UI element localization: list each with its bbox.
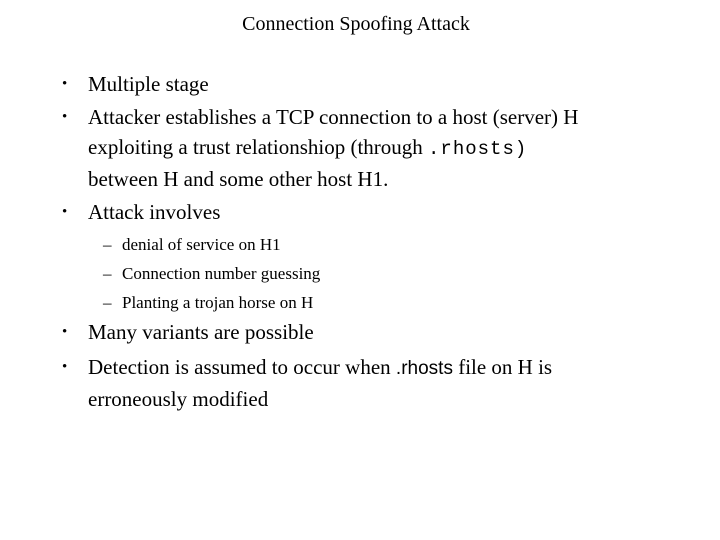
bullet-text-run: Detection is assumed to occur when (88, 355, 396, 379)
rhosts-code-run: .rhosts) (428, 138, 528, 160)
bullet-text-run: between H and some other host H1. (88, 167, 389, 191)
slide-body: • Multiple stage • Attacker establishes … (0, 69, 700, 417)
bullet-text: Detection is assumed to occur when .rhos… (88, 352, 700, 414)
sub-bullet-item-denial-of-service: – denial of service on H1 (0, 230, 700, 259)
rhosts-sans-run: .rhosts (395, 358, 453, 379)
bullet-text-run: exploiting a trust relationshiop (throug… (88, 135, 429, 159)
bullet-text-run: Attack involves (88, 200, 221, 224)
sub-bullet-list: – denial of service on H1 – Connection n… (0, 230, 700, 317)
sub-bullet-text: denial of service on H1 (122, 235, 281, 254)
bullet-marker: • (62, 109, 68, 125)
bullet-item-attacker-establishes: • Attacker establishes a TCP connection … (0, 102, 700, 194)
bullet-marker: • (62, 76, 68, 92)
dash-marker: – (103, 293, 112, 312)
bullet-item-detection: • Detection is assumed to occur when .rh… (0, 352, 700, 414)
bullet-item-many-variants: • Many variants are possible (0, 317, 700, 347)
bullet-item-attack-involves: • Attack involves (0, 197, 700, 227)
bullet-marker: • (62, 359, 68, 375)
sub-bullet-item-trojan-horse: – Planting a trojan horse on H (0, 288, 700, 317)
bullet-marker: • (62, 324, 68, 340)
bullet-text: Attacker establishes a TCP connection to… (88, 102, 700, 194)
bullet-text: Attack involves (88, 197, 700, 227)
bullet-text-run: erroneously modified (88, 387, 269, 411)
bullet-text: Many variants are possible (88, 317, 700, 347)
bullet-marker: • (62, 204, 68, 220)
dash-marker: – (103, 235, 112, 254)
bullet-text-run: Multiple stage (88, 72, 209, 96)
dash-marker: – (103, 264, 112, 283)
slide-title: Connection Spoofing Attack (242, 13, 470, 35)
bullet-item-multiple-stage: • Multiple stage (0, 69, 700, 99)
sub-bullet-text: Connection number guessing (122, 264, 321, 283)
sub-bullet-text: Planting a trojan horse on H (122, 293, 314, 312)
bullet-text: Multiple stage (88, 69, 700, 99)
bullet-text-run: Attacker establishes a TCP connection to… (88, 105, 579, 129)
bullet-text-run: file on H is (452, 355, 553, 379)
bullet-text-run: Many variants are possible (88, 320, 314, 344)
sub-bullet-item-connection-number: – Connection number guessing (0, 259, 700, 288)
